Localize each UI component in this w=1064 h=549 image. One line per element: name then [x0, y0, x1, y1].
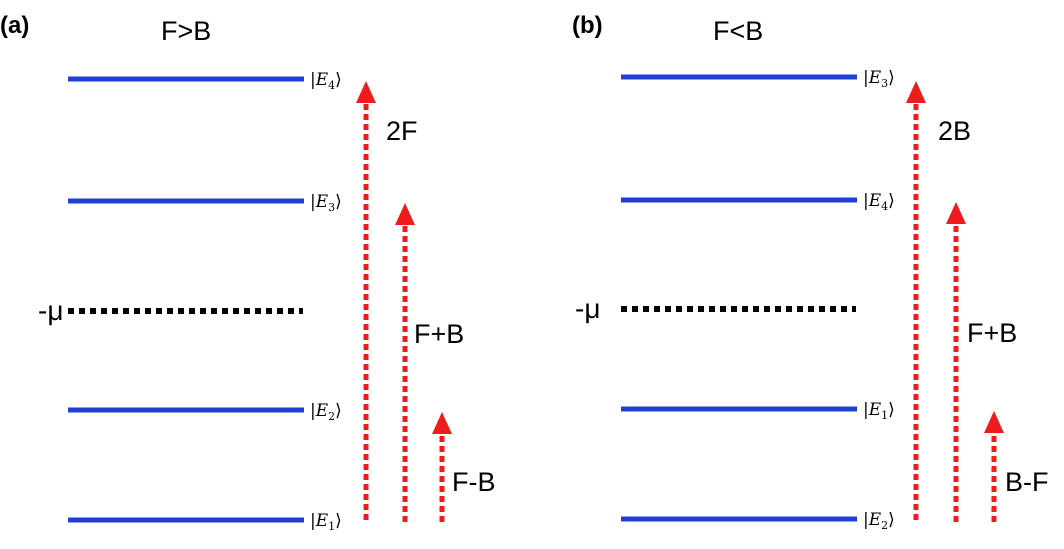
level-label: |E1⟩ [863, 400, 895, 422]
transition-arrow [395, 203, 415, 522]
panel-title: F>B [161, 16, 211, 46]
level-label: |E3⟩ [310, 192, 342, 214]
level-label: |E3⟩ [863, 68, 895, 90]
transition-label: F+B [967, 318, 1017, 348]
panel-letter: (a) [0, 12, 29, 39]
level-label: |E2⟩ [310, 401, 342, 423]
panel-b: (b) F<B |E3⟩ |E4⟩ |E1⟩ |E2⟩ -μ 2B F+B B-… [572, 12, 1049, 532]
chemical-potential-label: -μ [38, 295, 63, 326]
level-label: |E2⟩ [863, 510, 895, 532]
transition-arrow [946, 202, 966, 522]
transition-label: F-B [452, 467, 496, 497]
transition-label: B-F [1005, 467, 1049, 497]
transition-arrow [984, 411, 1004, 522]
transition-label: 2B [938, 116, 971, 146]
transition-arrow [356, 81, 376, 520]
transition-label: F+B [414, 319, 464, 349]
transition-label: 2F [386, 116, 418, 146]
panel-a: (a) F>B |E4⟩ |E3⟩ |E2⟩ |E1⟩ -μ 2F F+B F-… [0, 12, 496, 533]
transition-arrow [432, 412, 452, 522]
panel-title: F<B [713, 16, 763, 46]
chemical-potential-label: -μ [575, 293, 600, 324]
panel-letter: (b) [572, 12, 603, 39]
transition-arrow [906, 81, 926, 520]
level-label: |E4⟩ [863, 191, 895, 213]
level-label: |E4⟩ [310, 70, 342, 92]
level-label: |E1⟩ [310, 511, 342, 533]
